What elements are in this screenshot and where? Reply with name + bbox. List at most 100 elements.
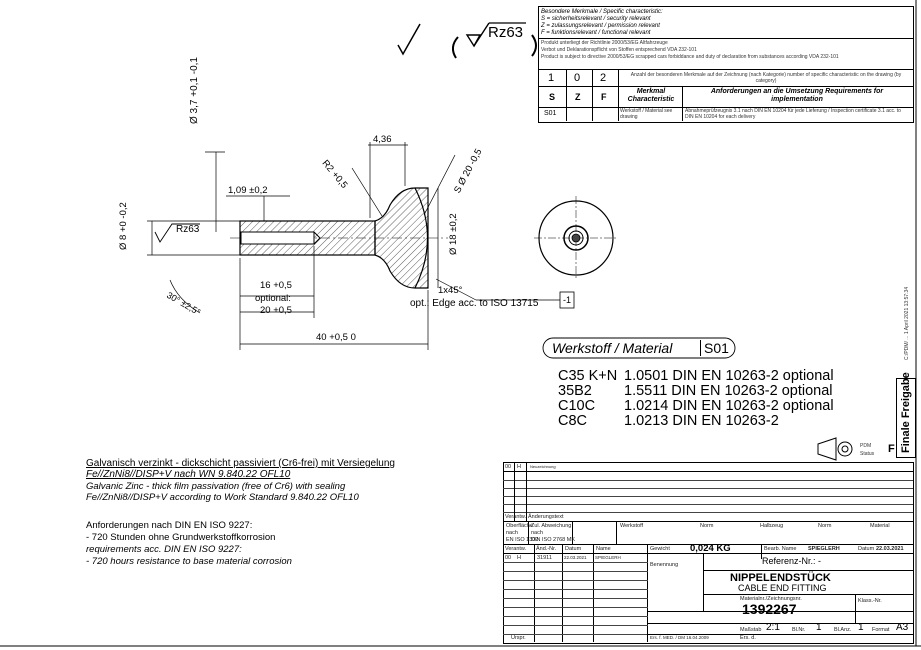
note-line-3: Galvanic Zinc - thick film passivation (… bbox=[86, 481, 346, 492]
norm2-label: Norm bbox=[818, 523, 832, 529]
blatt-value: 1 bbox=[816, 622, 822, 633]
dim-d10: optional: bbox=[255, 293, 291, 304]
change-text: Änderungstext bbox=[528, 514, 564, 520]
tol-std: DIN ISO 2768 MK bbox=[531, 537, 576, 543]
erst-text: Ers. f. MED. / DM 16.04.2009 bbox=[650, 635, 709, 640]
release-stamp-text: Finale Freigabe bbox=[900, 372, 912, 453]
dim-d15: -1 bbox=[563, 295, 572, 305]
row-merkmal: Werkstoff / Material see drawing bbox=[620, 108, 673, 120]
datum-label: Datum bbox=[858, 546, 875, 552]
status-f: F bbox=[888, 443, 895, 455]
dim-d14: opt.: Edge acc. to ISO 13715 bbox=[410, 298, 539, 309]
dimension-lines bbox=[147, 142, 560, 350]
material-id: S01 bbox=[700, 340, 729, 356]
title-de: NIPPELENDSTÜCK bbox=[730, 572, 831, 584]
col-z: Z bbox=[575, 92, 581, 102]
name-col-label: Name bbox=[596, 546, 611, 552]
special-z: Z = zulassungsrelevant / permission rele… bbox=[541, 23, 660, 29]
special-f: F = funktionsrelevant / functional relev… bbox=[541, 30, 651, 36]
anz-label: Bl.Anz. bbox=[834, 627, 852, 633]
massstab-value: 2:1 bbox=[766, 622, 780, 633]
dim-d9: 16 +0,5 bbox=[260, 280, 292, 291]
change-label: Verantw. bbox=[505, 514, 527, 520]
drawing-number: 1392267 bbox=[742, 601, 797, 617]
iso-1302: EN ISO 1302 bbox=[506, 537, 539, 543]
hist-letter: H bbox=[517, 555, 521, 561]
col-f: F bbox=[601, 92, 607, 102]
ers-label: Ers. d. bbox=[740, 635, 756, 641]
note-line-2: Fe//ZnNi8//DISP+V nach WN 9.840.22 OFL10 bbox=[86, 469, 291, 480]
hist-name: SPIEGLERH bbox=[595, 555, 621, 560]
dim-d11: 20 +0,5 bbox=[260, 305, 292, 316]
rz63-local-symbol bbox=[154, 223, 200, 243]
special-note3: Product is subject to directive 2000/53/… bbox=[541, 54, 839, 60]
verantw-label: Verantw. bbox=[505, 546, 527, 552]
bearb-value: SPIEGLERH bbox=[808, 546, 840, 552]
gewicht-value: 0,024 KG bbox=[690, 543, 731, 554]
count-f: 2 bbox=[600, 72, 607, 84]
format-value: A3 bbox=[896, 622, 909, 633]
pdm-label: PDM bbox=[860, 443, 872, 449]
note-line-1: Galvanisch verzinkt - dickschicht passiv… bbox=[86, 458, 395, 469]
datum-col-label: Datum bbox=[565, 546, 582, 552]
note-line-7: requirements acc. DIN EN ISO 9227: bbox=[86, 544, 242, 555]
obfl-label: Oberfläche bbox=[506, 523, 533, 529]
material-code: C35 K+N bbox=[558, 368, 618, 384]
rev-number: 00 bbox=[505, 464, 512, 470]
material-spec: 1.0214 DIN EN 10263-2 optional bbox=[624, 398, 834, 414]
material-row: 35B2 1.5511 DIN EN 10263-2 optional bbox=[558, 383, 833, 399]
note-line-4: Fe//ZnNi8//DISP+V according to Work Stan… bbox=[86, 492, 359, 503]
projection-symbol bbox=[817, 437, 853, 461]
tol-nach: nach bbox=[531, 530, 543, 536]
hist-datum: 22.03.2021 bbox=[564, 555, 587, 560]
dim-d2: 4,36 bbox=[373, 134, 392, 145]
surface-finish-symbol bbox=[397, 22, 537, 59]
material-spec: 1.0213 DIN EN 10263-2 bbox=[624, 413, 779, 429]
status-label: Status bbox=[860, 451, 875, 457]
rev-text: Neuzeichnung bbox=[530, 464, 556, 469]
norm-label: Norm bbox=[700, 523, 714, 529]
urspr-label: Urspr. bbox=[511, 635, 526, 641]
note-line-6: - 720 Stunden ohne Grundwerkstoffkorrosi… bbox=[86, 532, 276, 543]
hist-aend: 31911 bbox=[537, 555, 552, 561]
referenz: Referenz-Nr.: - bbox=[762, 556, 822, 566]
special-note2: Verbot und Deklarationspflicht von Stoff… bbox=[541, 47, 697, 53]
tol-label: Zul. Abweichung bbox=[531, 523, 572, 529]
row-id: S01 bbox=[544, 110, 557, 117]
dim-d16: 40 +0,5 0 bbox=[316, 332, 356, 343]
gewicht-label: Gewicht bbox=[650, 546, 670, 552]
special-note1: Produkt unterliegt der Richtlinie 2000/5… bbox=[541, 40, 668, 46]
material-pill bbox=[542, 337, 736, 359]
blatt-label: Bl.Nr. bbox=[792, 627, 806, 633]
special-characteristics-block bbox=[538, 6, 914, 123]
benennung-label: Benennung bbox=[650, 562, 679, 568]
obfl-nach: nach bbox=[506, 530, 518, 536]
material-code: 35B2 bbox=[558, 383, 592, 399]
special-s: S = sicherheitsrelevant / security relev… bbox=[541, 16, 651, 22]
dim-d8: Ø 18 ±0,2 bbox=[448, 213, 459, 255]
count-z: 0 bbox=[574, 72, 581, 84]
part-front-view bbox=[534, 196, 618, 280]
material-spec: 1.5511 DIN EN 10263-2 optional bbox=[624, 383, 833, 399]
note-line-8: - 720 hours resistance to base material … bbox=[86, 556, 292, 567]
mat-zeich-label: Materialnr./Zeichnungsnr. bbox=[740, 596, 802, 602]
dim-d13: 1x45° bbox=[438, 285, 463, 296]
bearb-label: Bearb. Name bbox=[764, 546, 797, 552]
halbzeug-label: Halbzeug bbox=[760, 523, 784, 529]
dim-d1: Ø 3,7 +0,1 -0,1 bbox=[189, 57, 200, 124]
title-en: CABLE END FITTING bbox=[738, 583, 827, 593]
release-stamp bbox=[896, 378, 916, 458]
part-side-view bbox=[230, 187, 448, 289]
massstab-label: Maßstab bbox=[740, 627, 762, 633]
rz63-main-label: Rz63 bbox=[488, 24, 524, 41]
count-text: Anzahl der besonderen Merkmale auf der Z… bbox=[630, 72, 902, 84]
col-s: S bbox=[549, 92, 556, 102]
edge-symbol-box bbox=[559, 291, 575, 309]
werkstoff-label: Werkstoff bbox=[620, 523, 644, 529]
format-label: Format bbox=[872, 627, 890, 633]
